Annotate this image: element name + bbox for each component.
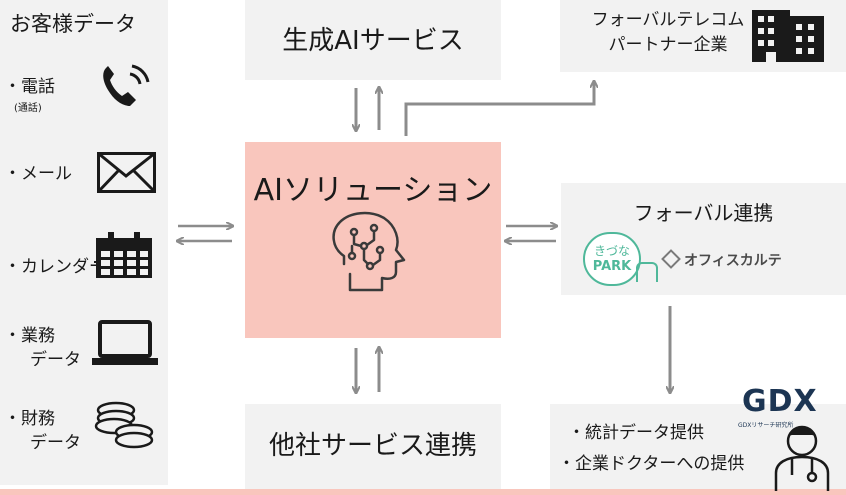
arrow-customer-ai bbox=[178, 226, 232, 241]
business-data-label: ・業務 bbox=[4, 326, 55, 346]
mail-label: ・メール bbox=[4, 164, 72, 184]
calendar-label: ・カレンダー bbox=[4, 257, 106, 277]
partner-line-2: パートナー企業 bbox=[608, 35, 728, 55]
arrow-ai-genai bbox=[356, 88, 379, 130]
kizuna-park-line-1: きづな bbox=[593, 244, 630, 258]
arrow-ai-forval bbox=[506, 226, 556, 241]
partner-line-1: フォーバルテレコム bbox=[591, 10, 745, 30]
ai-solution-label: AIソリューション bbox=[253, 173, 493, 208]
stats-box bbox=[550, 404, 846, 489]
laptop-icon bbox=[92, 320, 158, 365]
arrow-to-partner bbox=[404, 82, 594, 136]
phone-label: ・電話 bbox=[4, 77, 55, 97]
arrow-ai-other bbox=[356, 348, 379, 392]
phone-sublabel: (通話) bbox=[14, 103, 42, 114]
stats-item-2: ・企業ドクターへの提供 bbox=[558, 454, 745, 474]
mail-icon bbox=[97, 152, 156, 193]
kizuna-park-line-2: PARK bbox=[592, 259, 632, 274]
bottom-accent-bar bbox=[0, 489, 846, 495]
customer-data-title: お客様データ bbox=[10, 12, 136, 36]
doctor-icon bbox=[774, 425, 830, 491]
kizuna-park-logo: きづな PARK bbox=[583, 232, 641, 286]
other-services-box bbox=[245, 404, 501, 489]
generative-ai-label: 生成AIサービス bbox=[282, 26, 464, 56]
business-data-label-2: データ bbox=[30, 350, 81, 370]
finance-data-label-2: データ bbox=[30, 433, 81, 453]
stats-item-1: ・統計データ提供 bbox=[568, 423, 704, 443]
gdx-logo: GDX bbox=[742, 384, 818, 419]
other-services-label: 他社サービス連携 bbox=[268, 431, 477, 461]
finance-data-label: ・財務 bbox=[4, 409, 55, 429]
office-karte-logo: オフィスカルテ bbox=[684, 253, 782, 269]
calendar-icon bbox=[94, 232, 152, 278]
kizuna-house-icon bbox=[636, 262, 658, 282]
coins-icon bbox=[94, 401, 154, 449]
generative-ai-box bbox=[245, 0, 501, 80]
ai-brain-icon bbox=[332, 211, 406, 292]
partner-label: フォーバルテレコム パートナー企業 bbox=[578, 8, 758, 58]
building-icon bbox=[752, 10, 824, 62]
forval-link-label: フォーバル連携 bbox=[633, 201, 774, 225]
gdx-caption: GDXリサーチ研究所 bbox=[738, 422, 794, 429]
phone-icon bbox=[103, 64, 150, 106]
